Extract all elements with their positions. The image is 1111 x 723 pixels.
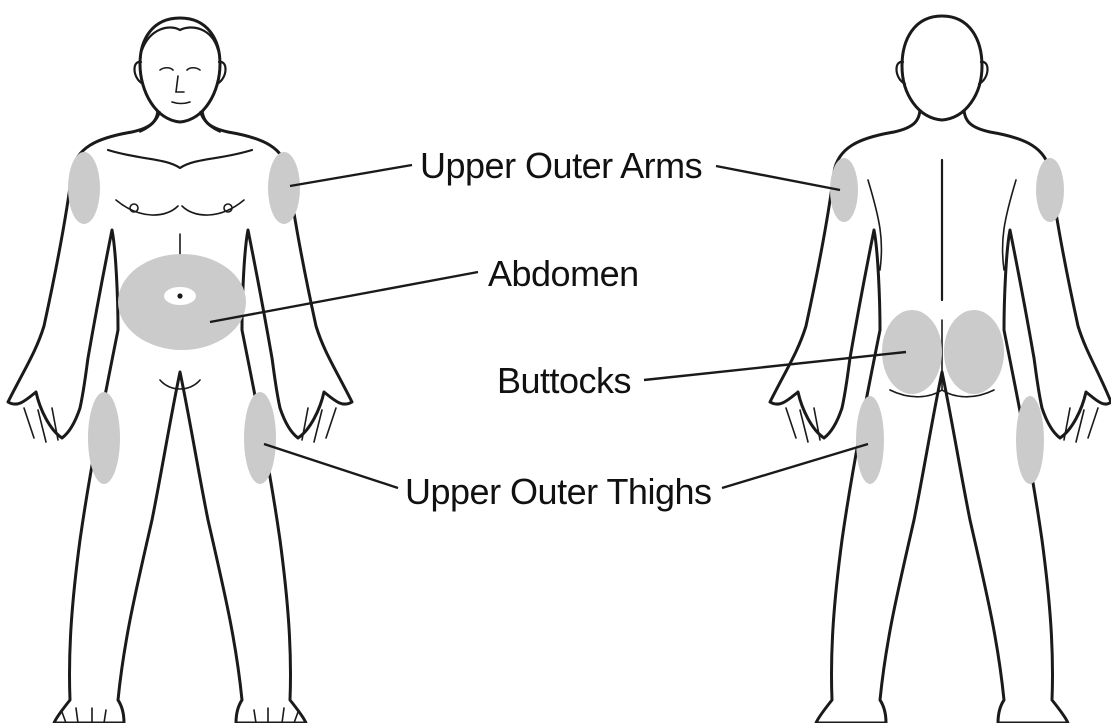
label-buttocks: Buttocks — [497, 363, 631, 399]
front-zone-thigh-left — [88, 392, 120, 484]
leader-arms-front — [290, 165, 412, 186]
back-body — [770, 16, 1111, 723]
leader-arms-back — [716, 166, 840, 190]
leader-thighs-back — [722, 444, 868, 488]
leader-thighs-front — [264, 444, 398, 488]
front-navel — [177, 293, 182, 298]
back-zone-thigh-right — [1016, 396, 1044, 484]
label-upper-outer-arms: Upper Outer Arms — [420, 148, 702, 184]
front-body-outline — [8, 108, 352, 723]
back-zone-buttock-right — [944, 310, 1004, 394]
back-zone-thigh-left — [856, 396, 884, 484]
back-head — [902, 16, 982, 120]
front-zone-thigh-right — [244, 392, 276, 484]
front-zone-arm-right — [268, 152, 300, 224]
leader-buttocks — [644, 352, 906, 380]
back-zone-buttock-left — [882, 310, 942, 394]
front-body — [8, 18, 352, 723]
label-upper-outer-thighs: Upper Outer Thighs — [405, 474, 712, 510]
back-zone-arm-right — [1036, 158, 1064, 222]
leader-abdomen — [210, 272, 478, 322]
label-abdomen: Abdomen — [488, 256, 639, 292]
front-zone-arm-left — [68, 152, 100, 224]
